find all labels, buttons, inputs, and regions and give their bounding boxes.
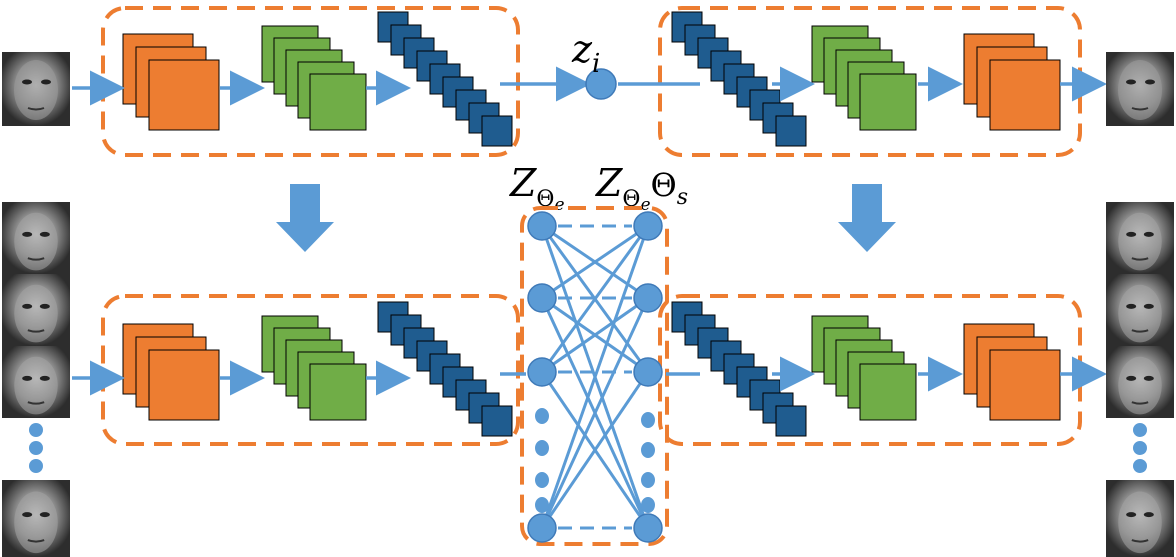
orange-feature-map bbox=[989, 349, 1061, 421]
top-arrows bbox=[72, 66, 1107, 106]
ellipsis-dot bbox=[535, 408, 549, 424]
green-feature-map bbox=[309, 363, 367, 421]
latent-node-zi bbox=[585, 68, 617, 100]
bottom-encoder-blue-stack bbox=[377, 301, 513, 437]
right-face-column bbox=[1106, 202, 1174, 557]
top-output-face bbox=[1106, 52, 1174, 126]
ellipsis-dot bbox=[29, 441, 43, 455]
bottom-encoder-green-stack bbox=[261, 315, 367, 421]
face-image bbox=[2, 274, 70, 346]
top-decoder-blue-stack bbox=[671, 11, 807, 147]
left-face-column bbox=[2, 202, 70, 557]
bottom-decoder-green-stack bbox=[811, 315, 917, 421]
ellipsis-dot bbox=[641, 442, 655, 458]
latent-node-left bbox=[527, 211, 557, 241]
face-image bbox=[2, 346, 70, 418]
top-decoder-green-stack bbox=[811, 25, 917, 131]
ellipsis-dot bbox=[535, 440, 549, 456]
top-encoder-dashed-box bbox=[101, 6, 520, 157]
green-feature-map bbox=[309, 73, 367, 131]
ellipsis-dot bbox=[641, 412, 655, 428]
latent-node-right bbox=[633, 357, 663, 387]
connection-line bbox=[541, 296, 649, 374]
connection-line bbox=[540, 297, 650, 529]
ellipsis-dot bbox=[1133, 423, 1147, 437]
self-expressive-nodes bbox=[527, 211, 663, 543]
self-expressive-connections bbox=[540, 224, 650, 530]
face-image bbox=[2, 202, 70, 274]
blue-feature-map bbox=[775, 405, 807, 437]
ellipsis-dot bbox=[641, 497, 655, 513]
ellipsis-dot bbox=[535, 472, 549, 488]
down-arrow-left bbox=[276, 184, 334, 252]
bottom-encoder-dashed-box bbox=[101, 294, 520, 446]
latent-node-right bbox=[633, 283, 663, 313]
blue-feature-map bbox=[481, 405, 513, 437]
orange-feature-map bbox=[989, 59, 1061, 131]
label-z-theta-e-theta-s: ZΘeΘs bbox=[595, 161, 688, 215]
face-image bbox=[2, 480, 70, 557]
latent-node-left bbox=[527, 283, 557, 313]
face-image bbox=[1106, 274, 1174, 346]
latent-node-left bbox=[527, 513, 557, 543]
latent-node-right bbox=[633, 513, 663, 543]
green-feature-map bbox=[859, 73, 917, 131]
latent-node-left bbox=[527, 357, 557, 387]
bottom-arrows bbox=[72, 356, 1107, 396]
connection-line bbox=[540, 225, 650, 373]
face-image bbox=[1106, 346, 1174, 418]
green-feature-map bbox=[859, 363, 917, 421]
bottom-decoder-blue-stack bbox=[671, 301, 807, 437]
connection-line bbox=[541, 224, 649, 300]
ellipsis-dot bbox=[29, 423, 43, 437]
top-decoder-orange-stack bbox=[963, 33, 1061, 131]
orange-feature-map bbox=[148, 59, 220, 131]
self-expressive-dashed-box bbox=[520, 206, 669, 546]
face-image bbox=[1106, 480, 1174, 557]
blue-feature-map bbox=[481, 115, 513, 147]
top-encoder bbox=[101, 6, 520, 157]
connection-line bbox=[540, 225, 650, 529]
top-input-face bbox=[2, 52, 70, 126]
label-z-theta-e: ZΘe bbox=[509, 161, 565, 215]
top-encoder-orange-stack bbox=[122, 33, 220, 131]
top-encoder-blue-stack bbox=[377, 11, 513, 147]
bottom-decoder-orange-stack bbox=[963, 323, 1061, 421]
ellipsis-dot bbox=[535, 497, 549, 513]
ellipsis-dot bbox=[1133, 441, 1147, 455]
orange-feature-map bbox=[148, 349, 220, 421]
bottom-encoder bbox=[101, 294, 520, 446]
top-decoder bbox=[658, 6, 1082, 157]
connection-line bbox=[540, 371, 650, 529]
latent-node-right bbox=[633, 211, 663, 241]
ellipsis-dot bbox=[1133, 459, 1147, 473]
ellipsis-dot bbox=[29, 459, 43, 473]
blue-feature-map bbox=[775, 115, 807, 147]
down-arrow-right bbox=[838, 184, 896, 252]
bottom-encoder-orange-stack bbox=[122, 323, 220, 421]
face-image bbox=[1106, 202, 1174, 274]
ellipsis-dot bbox=[641, 472, 655, 488]
label-z-i: zi bbox=[571, 27, 600, 79]
top-encoder-green-stack bbox=[261, 25, 367, 131]
bottom-decoder bbox=[658, 294, 1082, 446]
